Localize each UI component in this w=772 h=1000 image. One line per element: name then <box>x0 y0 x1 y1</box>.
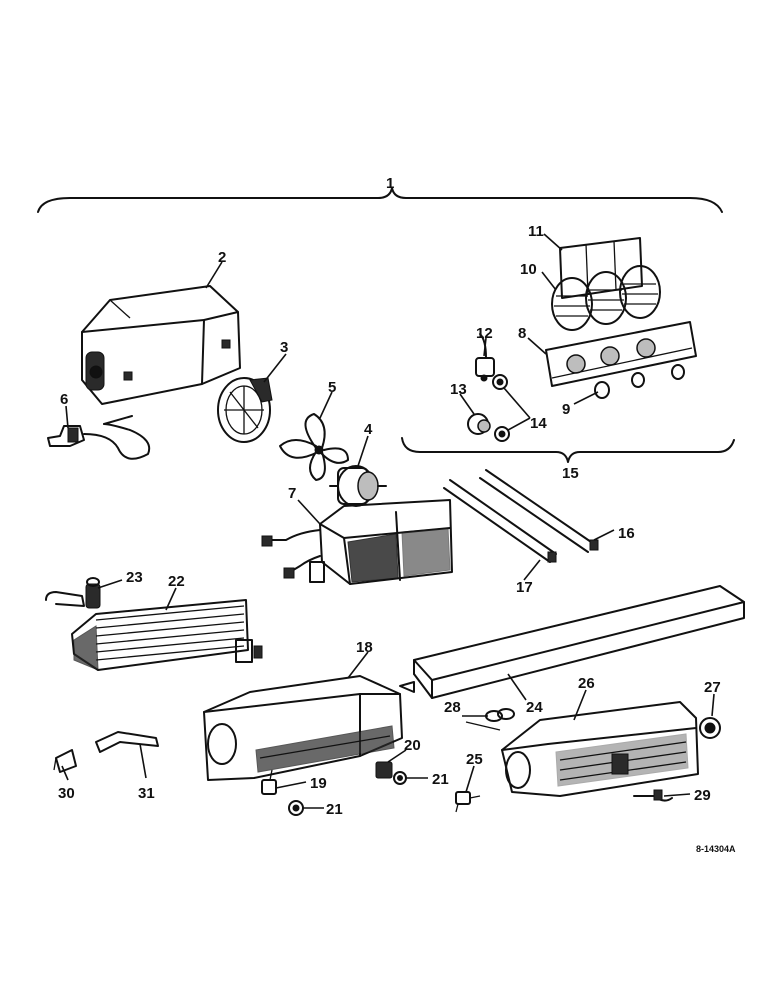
part-11-louver-frame <box>559 237 643 299</box>
callout-3: 3 <box>280 339 288 356</box>
part-8-control-panel <box>545 321 697 387</box>
callout-1: 1 <box>386 175 394 192</box>
part-18-blower-housing <box>203 675 403 781</box>
callout-14: 14 <box>530 415 547 432</box>
callout-16: 16 <box>618 525 635 542</box>
part-6-valve <box>47 415 151 460</box>
callout-21b: 21 <box>326 801 343 818</box>
part-23-sensor <box>45 577 101 609</box>
part-2-housing <box>81 285 241 405</box>
group-15-bracket <box>401 437 735 463</box>
part-9-knobs <box>594 364 685 399</box>
part-19-switch <box>261 769 277 795</box>
part-16-hose <box>479 469 599 553</box>
part-29-wire <box>633 789 673 802</box>
part-30-bracket <box>53 749 77 773</box>
callout-10: 10 <box>520 261 537 278</box>
callout-29: 29 <box>694 787 711 804</box>
callout-21a: 21 <box>432 771 449 788</box>
part-22-coil <box>71 599 263 671</box>
callout-15: 15 <box>562 465 579 482</box>
assembly-bracket <box>37 187 723 213</box>
part-12-switch <box>475 333 495 382</box>
part-5-fan-blade <box>279 413 349 481</box>
part-10-louvers <box>551 265 661 331</box>
part-28-clips <box>465 708 515 731</box>
callout-30: 30 <box>58 785 75 802</box>
part-7-heater-core <box>261 499 453 585</box>
callout-22: 22 <box>168 573 185 590</box>
part-17-hose <box>443 479 557 563</box>
callout-5: 5 <box>328 379 336 396</box>
callout-labels: 1 2 3 4 5 6 7 8 9 10 11 12 13 14 15 16 1… <box>58 175 736 854</box>
callout-11: 11 <box>528 223 544 240</box>
leader-lines <box>61 233 715 809</box>
part-24-channel <box>399 585 745 699</box>
part-20-switch <box>375 761 393 779</box>
callout-13: 13 <box>450 381 467 398</box>
callout-27: 27 <box>704 679 721 696</box>
part-31-bracket <box>95 731 159 753</box>
part-14-nuts <box>492 374 510 442</box>
callout-2: 2 <box>218 249 226 266</box>
callout-20: 20 <box>404 737 421 754</box>
callout-12: 12 <box>476 325 493 342</box>
callout-9: 9 <box>562 401 570 418</box>
reference-code: 8-14304A <box>696 844 736 854</box>
callout-6: 6 <box>60 391 68 408</box>
part-13-knob <box>467 413 491 435</box>
callout-25: 25 <box>466 751 483 768</box>
callout-26: 26 <box>578 675 595 692</box>
callout-7: 7 <box>288 485 296 502</box>
part-25-switch <box>455 791 481 813</box>
callout-4: 4 <box>364 421 373 438</box>
callout-31: 31 <box>138 785 155 802</box>
part-4-motor <box>329 465 387 507</box>
callout-17: 17 <box>516 579 533 596</box>
callout-23: 23 <box>126 569 143 586</box>
callout-18: 18 <box>356 639 373 656</box>
callout-28: 28 <box>444 699 461 716</box>
part-26-housing <box>501 701 699 797</box>
callout-24: 24 <box>526 699 543 716</box>
callout-19: 19 <box>310 775 327 792</box>
callout-8: 8 <box>518 325 526 342</box>
part-3-fan-shroud <box>217 377 273 443</box>
part-27-grommet <box>699 717 721 739</box>
